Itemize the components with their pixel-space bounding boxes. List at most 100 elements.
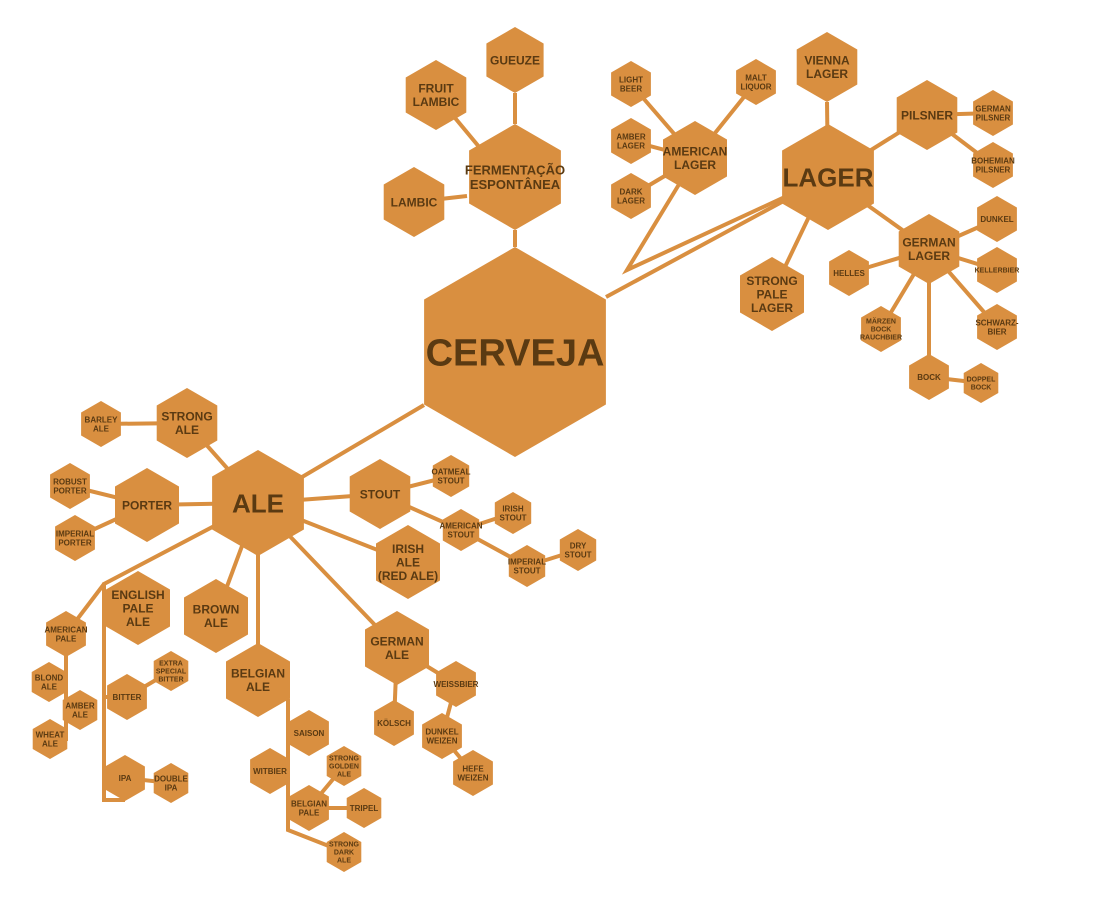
hexagon xyxy=(289,710,329,756)
hex-label: DARK xyxy=(619,187,642,196)
hex-label: ALE xyxy=(337,771,351,778)
hex-label: LAGER xyxy=(617,196,645,205)
hex-label: ENGLISH xyxy=(111,588,164,602)
hex-label: AMBER xyxy=(65,701,95,710)
hex-label: IPA xyxy=(165,783,178,792)
hex-label: PALE xyxy=(299,808,320,817)
hex-label: LAMBIC xyxy=(391,195,438,209)
hexagon xyxy=(376,525,440,599)
hex-node-tripel: TRIPEL xyxy=(346,788,382,828)
hex-label: IMPERIAL xyxy=(56,529,94,538)
hex-label: PORTER xyxy=(58,538,92,547)
hex-label: ALE xyxy=(72,710,89,719)
hexagon xyxy=(50,463,90,509)
hex-label: LAGER xyxy=(674,158,716,172)
hex-label: GUEUZE xyxy=(490,53,540,67)
hexagon xyxy=(62,690,98,730)
hexagon xyxy=(326,746,362,786)
hex-label: IRISH xyxy=(392,542,424,556)
hexagon xyxy=(559,529,597,571)
hexagon xyxy=(896,80,958,150)
hex-node-witbier: WITBIER xyxy=(250,748,290,794)
hex-label: BELGIAN xyxy=(291,799,327,808)
hex-label: SPECIAL xyxy=(156,669,187,676)
hex-label: LAGER xyxy=(617,141,645,150)
hex-label: DOPPEL xyxy=(967,377,997,384)
hexagon xyxy=(736,59,776,105)
hex-label: STRONG xyxy=(746,274,797,288)
hex-label: STOUT xyxy=(514,566,541,575)
hex-label: PORTER xyxy=(53,486,87,495)
hex-label: STRONG xyxy=(329,756,360,763)
hex-label: ALE xyxy=(126,615,150,629)
hex-label: KELLERBIER xyxy=(975,268,1020,275)
hex-label: BELGIAN xyxy=(231,667,285,681)
hexagon xyxy=(424,247,606,457)
hex-label: BOCK xyxy=(871,327,892,334)
hex-label: GERMAN xyxy=(975,104,1011,113)
hexagon xyxy=(374,700,414,746)
hex-label: BARLEY xyxy=(85,415,119,424)
hex-label: LIQUOR xyxy=(740,82,771,91)
hexagon xyxy=(469,124,561,230)
connector-line xyxy=(102,501,259,802)
hex-label: (RED ALE) xyxy=(378,569,438,583)
hex-label: STOUT xyxy=(448,530,475,539)
hex-label: ALE xyxy=(337,857,351,864)
hexagon xyxy=(55,515,95,561)
hexagon xyxy=(861,306,901,352)
hex-label: PORTER xyxy=(122,498,172,512)
hex-label: STOUT xyxy=(360,487,401,501)
hexagon xyxy=(81,401,121,447)
hex-node-ale: ALE xyxy=(212,450,304,556)
hex-label: BLOND xyxy=(35,673,64,682)
hex-label: STRONG xyxy=(329,842,360,849)
hexagon xyxy=(383,167,445,237)
hex-label: VIENNA xyxy=(804,54,850,68)
hex-label: LAGER xyxy=(908,249,950,263)
hex-label: GOLDEN xyxy=(329,764,359,771)
hex-label: KÖLSCH xyxy=(377,719,411,728)
hexagon xyxy=(977,304,1017,350)
hex-label: GERMAN xyxy=(902,236,955,250)
hex-label: ALE xyxy=(204,616,228,630)
hex-label: AMERICAN xyxy=(663,145,728,159)
hex-label: CERVEJA xyxy=(426,333,605,375)
hex-label: AMERICAN xyxy=(439,521,482,530)
hexagon xyxy=(115,468,179,542)
hex-label: ALE xyxy=(232,488,284,518)
hex-label: SCHWARZ- xyxy=(975,318,1018,327)
hex-node-weissbier: WEISSBIER xyxy=(434,661,479,707)
hex-label: STOUT xyxy=(500,513,527,522)
hex-node-lambic: LAMBIC xyxy=(383,167,445,237)
hexagon xyxy=(107,674,147,720)
hex-node-bock: BOCK xyxy=(909,354,949,400)
hex-label: PALE xyxy=(56,634,77,643)
hex-label: WEIZEN xyxy=(426,736,457,745)
hex-label: MALT xyxy=(745,73,767,82)
hexagon xyxy=(346,788,382,828)
hex-label: PILSNER xyxy=(976,113,1011,122)
hex-label: PILSNER xyxy=(901,108,953,122)
hexagon xyxy=(32,719,68,759)
hex-label: LAMBIC xyxy=(413,95,460,109)
connector-line xyxy=(621,156,829,275)
hex-label: STOUT xyxy=(438,476,465,485)
hex-label: PALE xyxy=(756,287,787,301)
hex-label: ALE xyxy=(93,424,110,433)
